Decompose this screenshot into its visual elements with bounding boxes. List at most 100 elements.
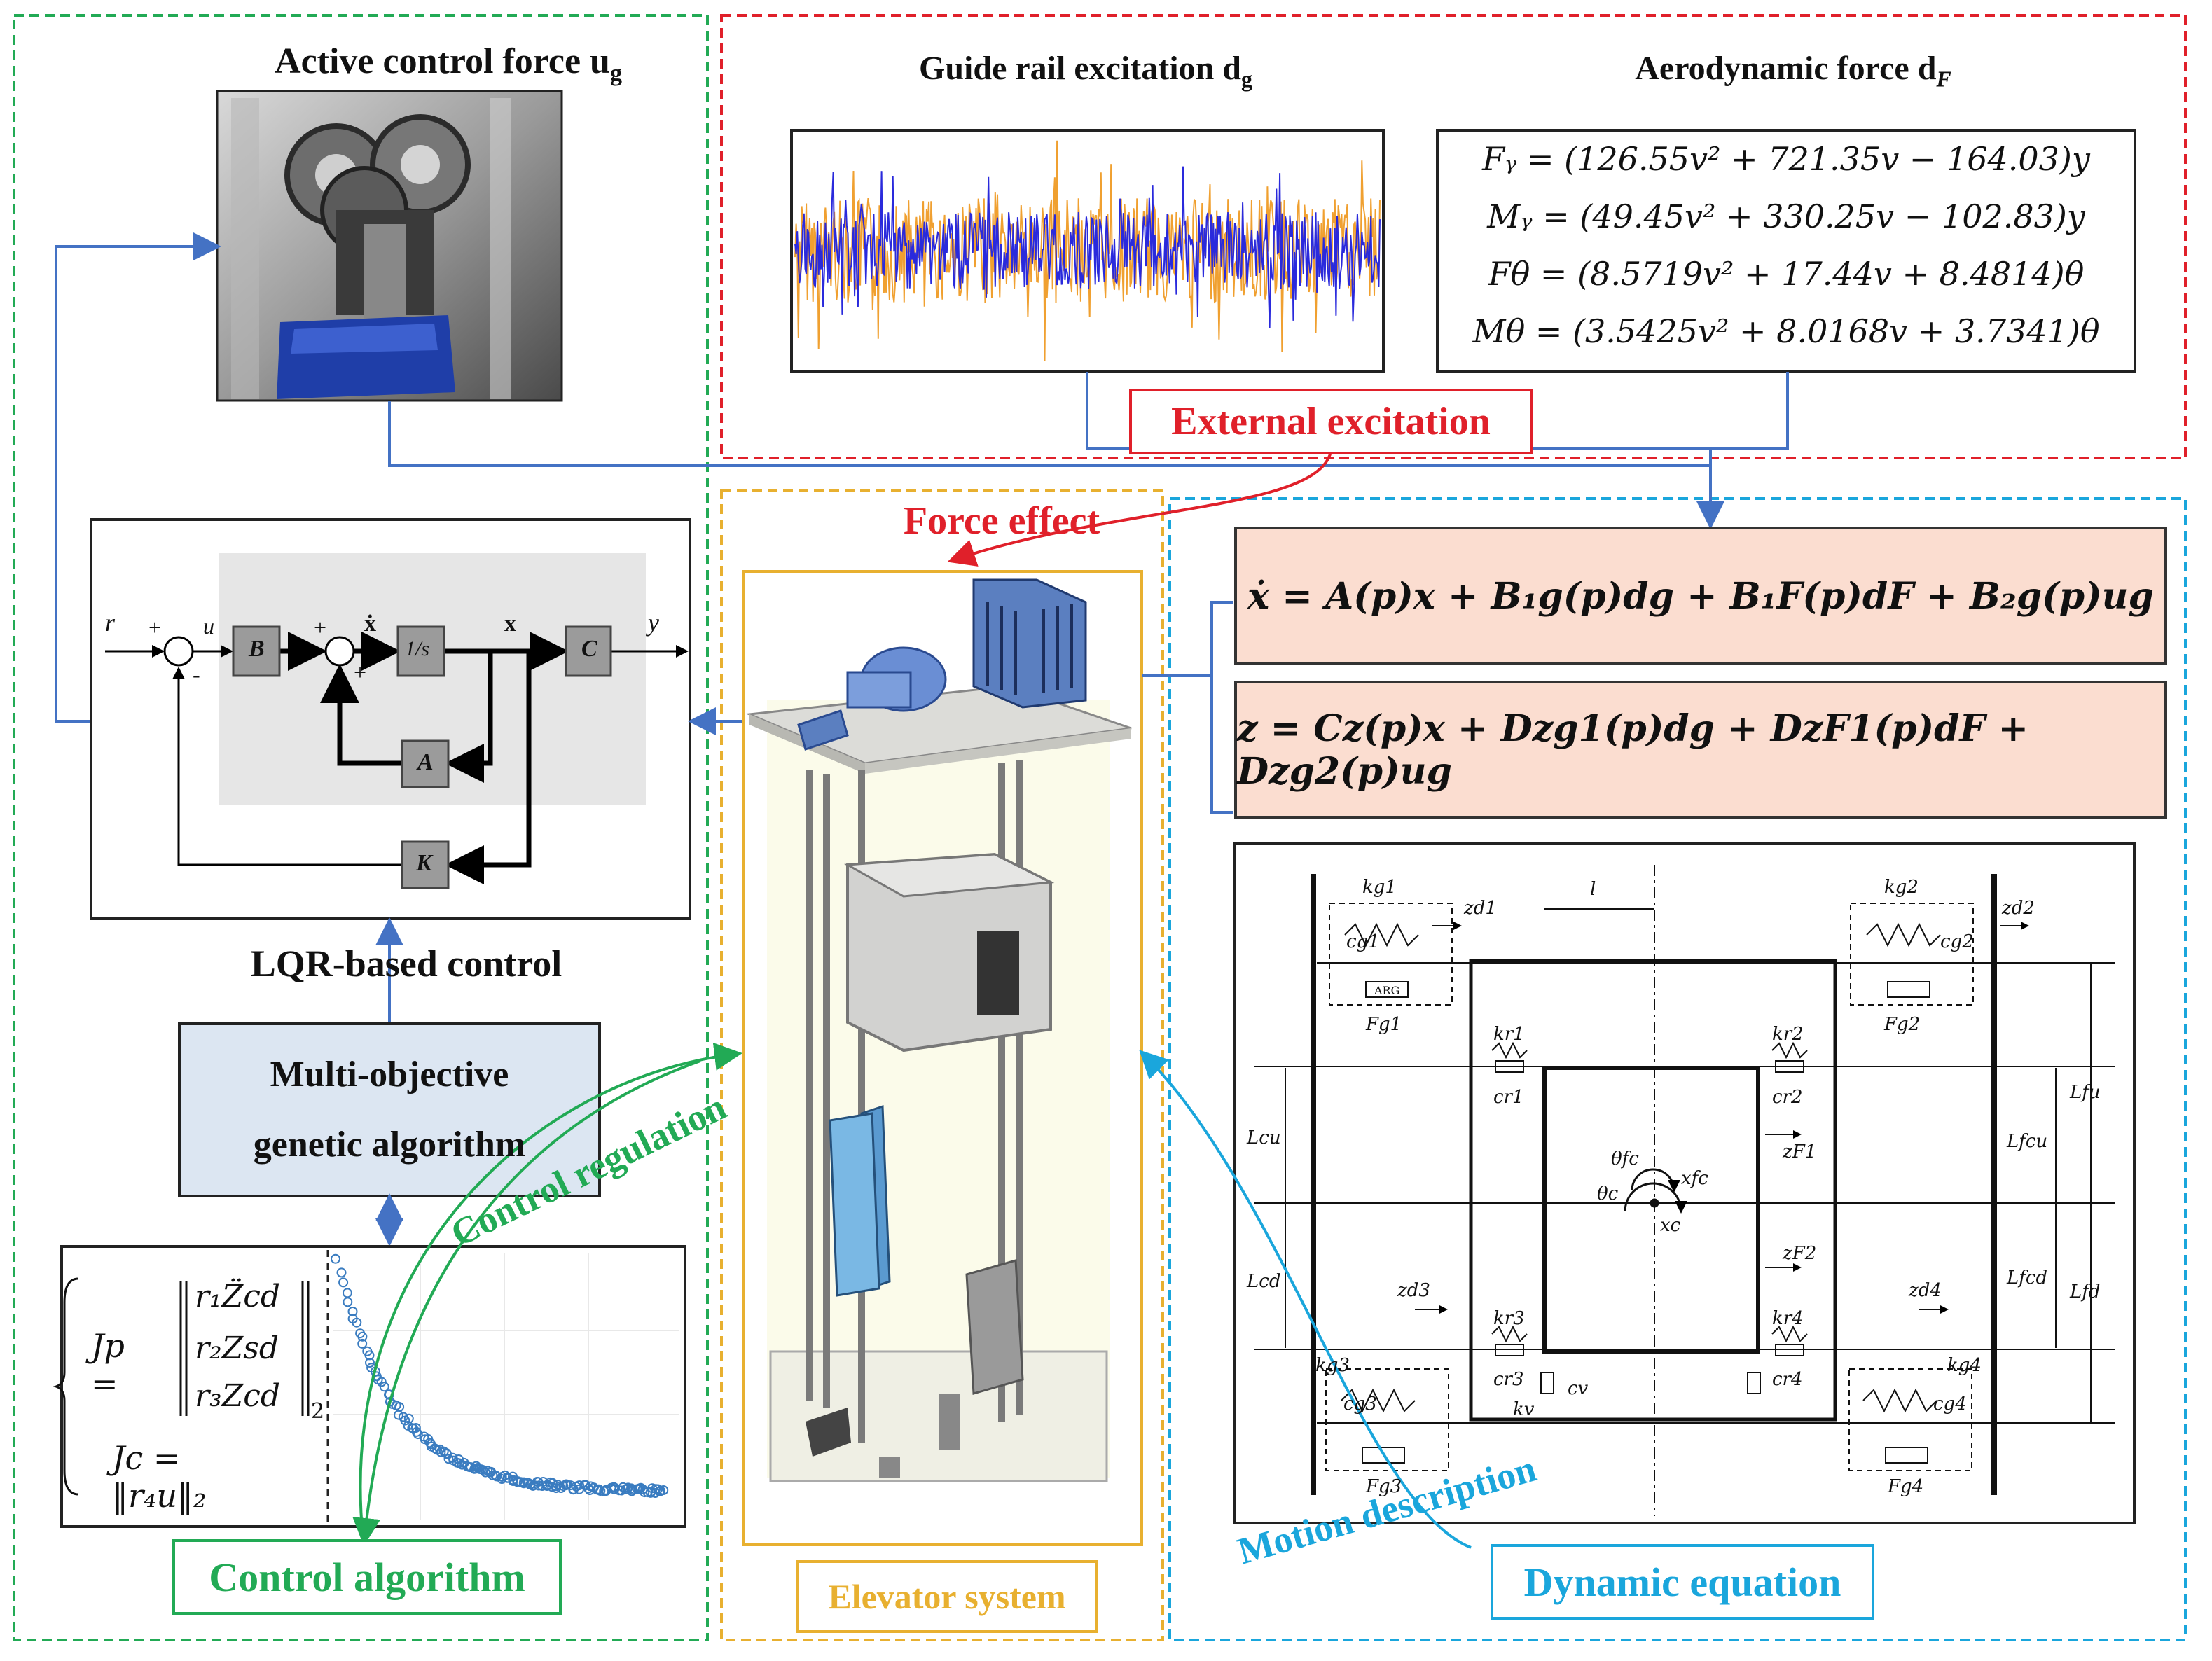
pareto-point: [658, 1485, 669, 1495]
model-label-kg2: kg2: [1884, 877, 1919, 898]
pareto-point: [379, 1382, 389, 1392]
elevator-system-tag: Elevator system: [796, 1560, 1098, 1633]
pareto-point: [331, 1253, 340, 1264]
excitation-region-frame: [720, 14, 2187, 459]
aero-eq-ftheta: Fθ = (8.5719v² + 17.44v + 8.4814)θ: [1488, 255, 2085, 293]
lqr-label: LQR-based control: [250, 943, 562, 985]
model-label-zd4: zd4: [1909, 1280, 1942, 1301]
pareto-point: [352, 1317, 362, 1328]
dynamic-equation-tag: Dynamic equation: [1491, 1544, 1874, 1620]
model-label-lfcd: Lfcd: [2007, 1267, 2048, 1288]
pareto-point: [537, 1481, 548, 1491]
model-label-cg3: cg3: [1343, 1394, 1377, 1415]
model-label-fg2: Fg2: [1884, 1014, 1921, 1035]
model-label-kr4: kr4: [1772, 1308, 1804, 1329]
pareto-point: [336, 1267, 347, 1278]
aero-eq-fy: Fᵧ = (126.55v² + 721.35v − 164.03)y: [1482, 140, 2090, 178]
active-force-title: Active control force ug: [275, 41, 622, 87]
model-label-cr4: cr4: [1772, 1369, 1803, 1390]
pareto-point: [384, 1389, 394, 1400]
elevator-to-equation-brace: [1142, 601, 1233, 814]
actuator-photo: [216, 90, 563, 402]
model-label-zf1: zF1: [1783, 1141, 1817, 1162]
model-label-cg4: cg4: [1933, 1394, 1967, 1415]
pareto-point: [343, 1297, 353, 1307]
dynamic-model-drawing: [1254, 865, 2115, 1516]
bd-u: u: [203, 613, 214, 639]
model-label-arg: ARG: [1374, 984, 1400, 997]
obj-jc: Jc = ‖r₄u‖₂: [112, 1439, 207, 1515]
pareto-point: [357, 1331, 368, 1342]
bd-plus2: +: [314, 615, 327, 640]
model-label-zf2: zF2: [1783, 1243, 1817, 1264]
obj-jp: Jp =: [91, 1327, 125, 1403]
bd-A: A: [417, 749, 434, 775]
bd-y: y: [648, 609, 659, 637]
pareto-point: [595, 1486, 606, 1496]
model-label-kg4: kg4: [1947, 1355, 1982, 1376]
force-effect-arrow: [947, 451, 1332, 567]
pareto-point: [376, 1377, 387, 1387]
moga-label: Multi-objective genetic algorithm: [179, 1024, 600, 1196]
output-equation-box: z = Cz(p)x + Dzg1(p)dg + DzF1(p)dF + Dzg…: [1234, 681, 2167, 819]
model-label-thetac: θc: [1597, 1183, 1619, 1204]
bd-xdot: ẋ: [364, 611, 376, 637]
model-label-lfd: Lfd: [2070, 1281, 2101, 1302]
block-diagram-blocks: [232, 625, 612, 889]
pareto-point: [551, 1481, 561, 1492]
block-diagram-wiring: [105, 632, 689, 884]
model-label-zd2: zd2: [2002, 898, 2035, 919]
external-excitation-tag: External excitation: [1129, 389, 1533, 454]
pareto-point: [640, 1487, 650, 1498]
bd-C: C: [581, 636, 597, 662]
bd-plus1: +: [148, 615, 162, 640]
model-label-zd1: zd1: [1464, 898, 1497, 919]
pareto-point: [518, 1478, 529, 1489]
model-label-kr3: kr3: [1493, 1308, 1525, 1329]
pareto-point: [365, 1358, 375, 1368]
elevator-illustration: [742, 570, 1143, 1546]
model-label-kv: kv: [1513, 1399, 1535, 1420]
control-algorithm-tag: Control algorithm: [172, 1539, 562, 1615]
model-label-fg4: Fg4: [1888, 1476, 1924, 1497]
motion-description-curve: [1139, 1050, 1472, 1549]
pareto-grid: [333, 1253, 679, 1520]
bd-r: r: [105, 609, 116, 637]
pareto-point: [574, 1480, 585, 1491]
state-equation-box: ẋ = A(p)x + B₁g(p)dg + B₁F(p)dF + B₂g(p)…: [1234, 527, 2167, 665]
bd-K: K: [416, 850, 432, 876]
model-label-cr2: cr2: [1772, 1087, 1803, 1108]
pareto-point: [502, 1473, 513, 1483]
pareto-point: [443, 1454, 454, 1464]
obj-norm-sub: 2: [311, 1399, 325, 1424]
model-label-lfu: Lfu: [2070, 1082, 2101, 1103]
model-label-cg2: cg2: [1940, 931, 1974, 952]
model-label-fg1: Fg1: [1366, 1014, 1402, 1035]
photo-to-excitation-line: [388, 401, 1710, 467]
moga-box: [178, 1022, 601, 1197]
pareto-point: [347, 1307, 358, 1316]
pareto-point: [342, 1288, 352, 1298]
guide-rail-title: Guide rail excitation dg: [919, 50, 1252, 92]
pareto-point: [488, 1470, 498, 1480]
model-label-zd3: zd3: [1397, 1280, 1430, 1301]
model-label-lcd: Lcd: [1247, 1271, 1281, 1292]
pareto-point: [338, 1277, 349, 1288]
pareto-point: [547, 1482, 558, 1492]
signal-trace-orange: [794, 140, 1381, 361]
model-label-cv: cv: [1568, 1378, 1589, 1399]
model-label-kg3: kg3: [1315, 1355, 1350, 1376]
model-label-fg3: Fg3: [1366, 1476, 1402, 1497]
control-region-frame: [13, 14, 709, 1641]
moga-line1: Multi-objective: [270, 1055, 509, 1094]
pareto-point: [357, 1338, 368, 1349]
aero-eq-my: Mᵧ = (49.45v² + 330.25v − 102.83)y: [1487, 197, 2085, 235]
bd-minus1: -: [193, 662, 200, 687]
aero-force-title: Aerodynamic force dF: [1635, 50, 1951, 92]
pareto-point: [413, 1429, 423, 1440]
signal-trace-blue: [794, 166, 1381, 328]
pareto-point: [364, 1350, 375, 1361]
aero-equations: Fᵧ = (126.55v² + 721.35v − 164.03)y Mᵧ =…: [1437, 137, 2135, 368]
